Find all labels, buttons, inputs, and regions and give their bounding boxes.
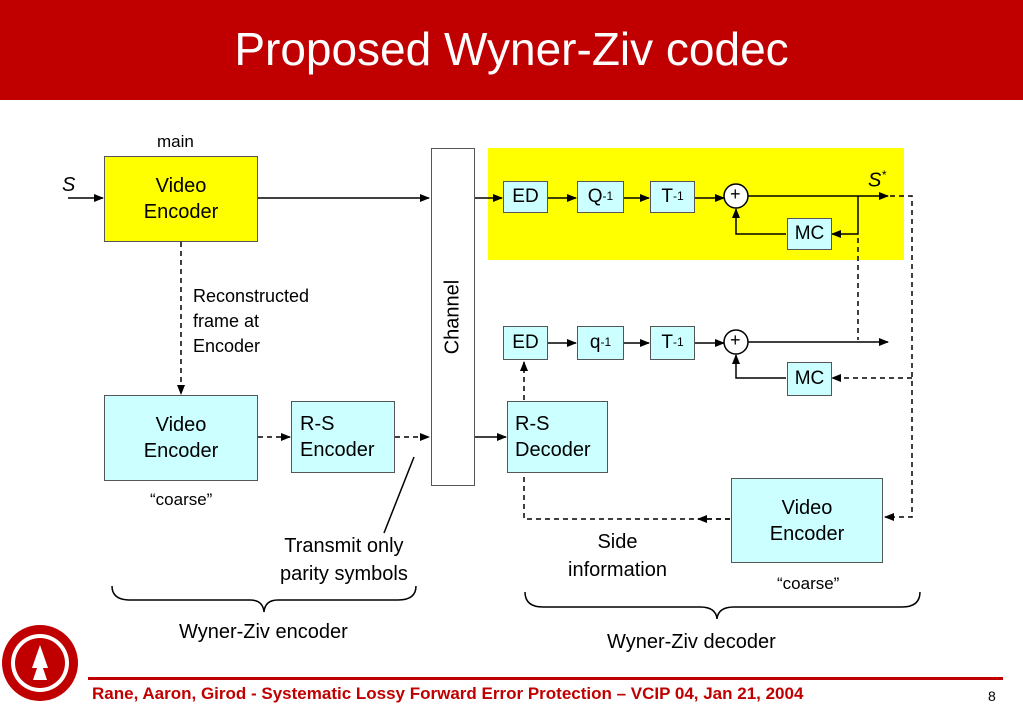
video-encoder-main-line1: Video [155, 175, 207, 197]
page-title: Proposed Wyner-Ziv codec [234, 23, 789, 75]
q-top-sup: -1 [602, 189, 614, 204]
mc-top[interactable]: MC [787, 218, 832, 250]
rs-decoder-line2: Decoder [515, 439, 591, 461]
stanford-seal-icon [2, 625, 78, 701]
video-encoder-side-line1: Video [781, 496, 833, 519]
sum-top-plus: + [730, 184, 741, 204]
t-top-label: T [661, 185, 673, 207]
rs-encoder-line1: R-S [300, 413, 335, 435]
transmit-line1: Transmit only [284, 535, 404, 557]
source-symbol: S [62, 174, 76, 196]
reconstructed-line3: Encoder [193, 336, 261, 356]
output-symbol-sup: * [881, 168, 887, 182]
title-bar [0, 0, 1023, 100]
t-inverse-top[interactable]: T-1 [650, 181, 695, 213]
rs-encoder-line2: Encoder [300, 439, 375, 461]
q-inverse-bottom[interactable]: q-1 [577, 326, 624, 360]
ed-top[interactable]: ED [503, 181, 548, 213]
footer-rule [88, 677, 1003, 680]
q-bottom-label: q [589, 331, 601, 353]
main-label: main [157, 132, 194, 151]
mc-bottom[interactable]: MC [787, 362, 832, 396]
side-info-label: Side information [568, 528, 667, 584]
sum-bottom-plus: + [730, 330, 741, 350]
t-bottom-sup: -1 [672, 335, 684, 350]
ed-bottom[interactable]: ED [503, 326, 548, 360]
reconstructed-line1: Reconstructed [193, 286, 310, 306]
footer-citation: Rane, Aaron, Girod - Systematic Lossy Fo… [92, 684, 804, 703]
page-number: 8 [988, 688, 996, 704]
wz-decoder-label: Wyner-Ziv decoder [607, 631, 776, 653]
channel-label: Channel [441, 279, 464, 355]
rs-encoder[interactable]: R-S Encoder [291, 401, 395, 473]
q-inverse-top[interactable]: Q-1 [577, 181, 624, 213]
reconstructed-line2: frame at [193, 311, 260, 331]
coarse-decoder-label: “coarse” [777, 574, 840, 593]
highlight-region [488, 148, 904, 260]
q-bottom-sup: -1 [600, 335, 612, 350]
output-symbol-base: S [868, 169, 882, 192]
video-encoder-main-line2: Encoder [143, 201, 219, 223]
video-encoder-coarse-line1: Video [155, 414, 207, 436]
video-encoder-side-line2: Encoder [769, 522, 845, 545]
side-info-line2: information [568, 559, 667, 581]
t-bottom-label: T [661, 331, 673, 353]
rs-decoder-line1: R-S [515, 413, 550, 435]
side-info-line1: Side [597, 531, 638, 553]
t-inverse-bottom[interactable]: T-1 [650, 326, 695, 360]
q-top-label: Q [587, 185, 603, 207]
reconstructed-label: Reconstructed frame at Encoder [193, 284, 309, 359]
coarse-encoder-label: “coarse” [150, 490, 213, 509]
wz-encoder-label: Wyner-Ziv encoder [179, 621, 348, 643]
t-top-sup: -1 [672, 189, 684, 204]
transmit-line2: parity symbols [280, 563, 408, 585]
channel-block[interactable]: Channel [431, 148, 475, 486]
rs-decoder[interactable]: R-S Decoder [507, 401, 608, 473]
transmit-label: Transmit only parity symbols [280, 532, 408, 588]
video-encoder-coarse-line2: Encoder [143, 440, 219, 462]
output-symbol: S* [868, 168, 886, 193]
